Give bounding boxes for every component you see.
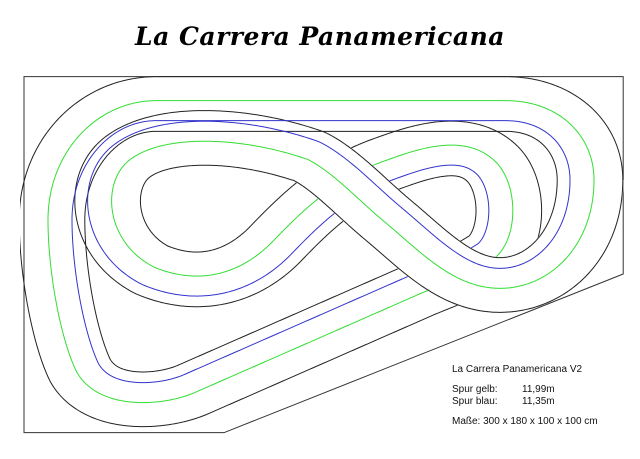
lane-yellow-line [48, 101, 594, 403]
lane-value: 11,99m [522, 384, 555, 395]
track-inner-edge [327, 134, 557, 258]
plan-title: La Carrera Panamericana [135, 22, 505, 51]
track-layout [20, 70, 624, 440]
lane-length-blue: Spur blau: 11,35m [452, 396, 598, 408]
dimensions: Maße: 300 x 180 x 100 x 100 cm [452, 416, 598, 427]
lane-value: 11,35m [522, 396, 555, 407]
track-inner-edge [75, 111, 557, 372]
layout-name: La Carrera Panamericana V2 [452, 364, 583, 375]
overpass-band [292, 132, 624, 313]
lane-blue-line [321, 143, 570, 269]
board-outline [24, 77, 623, 433]
info-box: La Carrera Panamericana V2 Spur gelb: 11… [452, 364, 598, 428]
lane-label: Spur gelb: [452, 384, 498, 395]
lane-length-yellow: Spur gelb: 11,99m [452, 384, 598, 396]
track-outer-edge [293, 180, 623, 313]
track-outer-edge [20, 77, 623, 427]
lane-label: Spur blau: [452, 396, 498, 407]
lane-blue-line [72, 121, 570, 383]
lane-yellow-line [308, 159, 594, 288]
track [20, 77, 624, 427]
